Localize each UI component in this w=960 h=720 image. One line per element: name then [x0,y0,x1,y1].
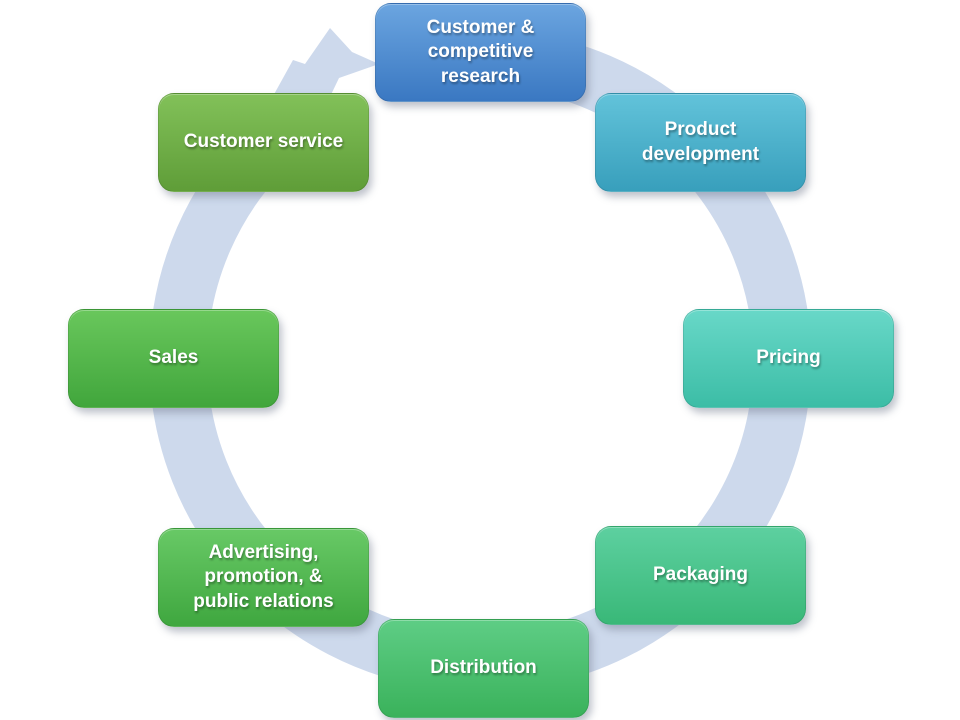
node-customer-competitive-research[interactable]: Customer & competitive research [375,3,586,102]
node-customer-service[interactable]: Customer service [158,93,369,192]
node-label: Advertising, promotion, & public relatio… [193,542,334,612]
node-packaging[interactable]: Packaging [595,526,806,625]
node-label: Distribution [430,657,537,679]
node-label: Customer service [183,131,344,153]
node-product-development[interactable]: Product development [595,93,806,192]
node-label: Customer & competitive research [426,17,535,87]
node-pricing[interactable]: Pricing [683,309,894,408]
node-label: Product development [641,119,760,165]
node-advertising-promotion-pr[interactable]: Advertising, promotion, & public relatio… [158,528,369,627]
node-label: Pricing [756,347,821,369]
node-label: Packaging [652,564,749,586]
node-sales[interactable]: Sales [68,309,279,408]
node-label: Sales [148,347,199,369]
node-distribution[interactable]: Distribution [378,619,589,718]
